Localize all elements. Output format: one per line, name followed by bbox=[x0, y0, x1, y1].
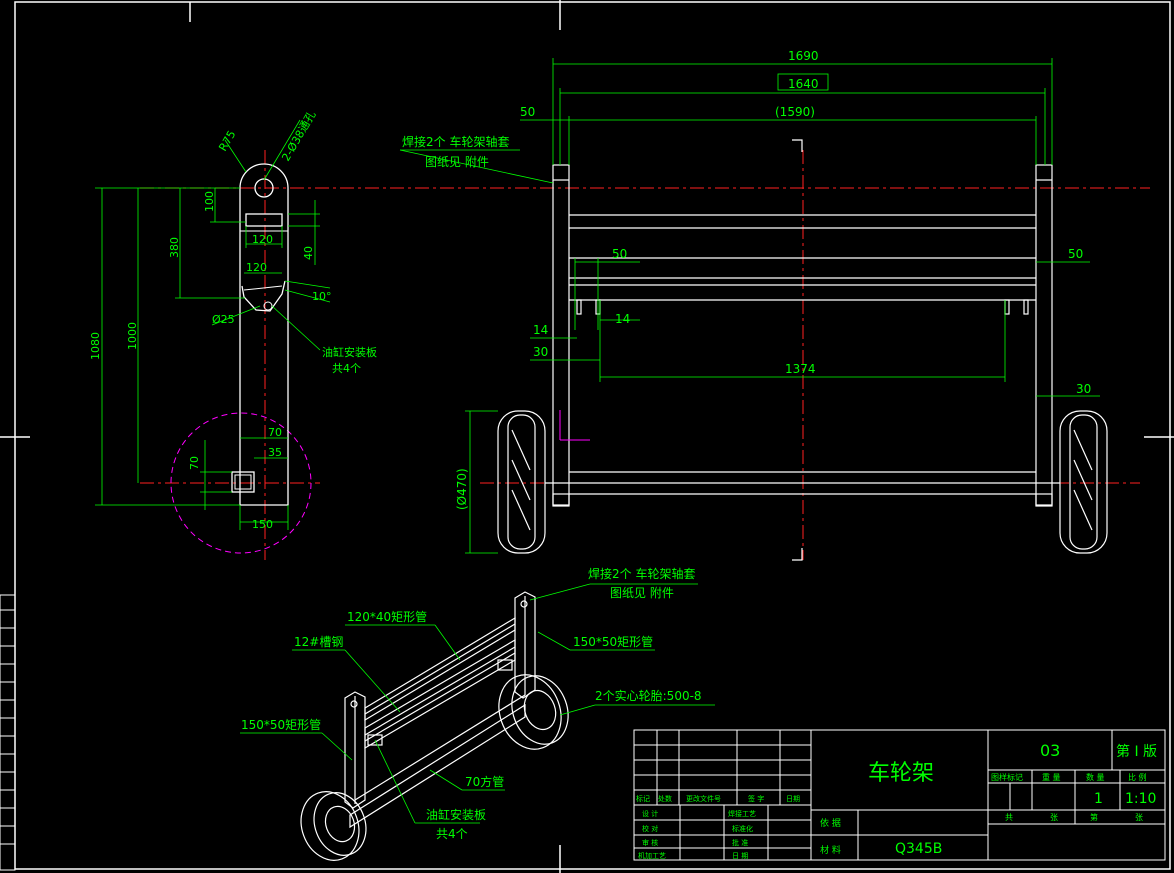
tb-head-weight: 重 量 bbox=[1042, 772, 1061, 782]
tb-row-design: 设 计 bbox=[642, 809, 658, 818]
dim-120-upper: 120 bbox=[252, 233, 273, 246]
tb-row-approve: 批 准 bbox=[732, 838, 748, 847]
tb-rev-date: 日期 bbox=[786, 795, 800, 803]
dim-10deg: 10° bbox=[312, 290, 332, 303]
tb-basis-label: 依 据 bbox=[820, 817, 841, 829]
tb-head-stage: 图样标记 bbox=[991, 772, 1023, 782]
tb-rev-mark: 标记 bbox=[636, 794, 650, 803]
iso-top-beam bbox=[364, 616, 516, 722]
dim-40: 40 bbox=[302, 246, 315, 260]
margin-table bbox=[0, 594, 16, 871]
dim-70-right: 70 bbox=[268, 426, 282, 439]
dim-1080: 1080 bbox=[89, 332, 102, 360]
note-oil-plate: 油缸安装板 bbox=[322, 345, 377, 359]
tb-sheet-label2: 张 bbox=[1135, 813, 1143, 822]
tb-row-review: 审 核 bbox=[642, 838, 658, 847]
dim-150: 150 bbox=[252, 518, 273, 531]
front-view: 1690 1640 (1590) 50 焊接2个 车轮架轴套 图纸见 附件 50… bbox=[399, 49, 1140, 561]
title-block: 车轮架 03 第 I 版 Q345B 材 料 依 据 图样标记 重 量 数 量 … bbox=[633, 729, 1166, 861]
rect-slot bbox=[245, 213, 283, 227]
left-post bbox=[552, 164, 570, 506]
iso-right-wheel bbox=[498, 674, 569, 750]
tb-material: Q345B bbox=[895, 841, 942, 857]
left-wheel bbox=[497, 410, 546, 554]
note-qty4: 共4个 bbox=[332, 362, 361, 375]
side-view: R75 2-Ø38通孔 100 380 1000 1080 120 40 120… bbox=[89, 109, 1150, 560]
dim-1590: (1590) bbox=[775, 105, 815, 119]
dim-30-left: 30 bbox=[533, 345, 548, 359]
dim-30-right: 30 bbox=[1076, 382, 1091, 396]
tb-head-scale: 比 例 bbox=[1128, 772, 1147, 782]
iso-label-rect-tube-150x50-right: 150*50矩形管 bbox=[573, 634, 653, 649]
tb-sheet-no: 第 bbox=[1090, 812, 1098, 822]
tb-head-qty: 数 量 bbox=[1086, 772, 1105, 782]
tb-drawing-no: 03 bbox=[1040, 741, 1060, 760]
dim-120-lower: 120 bbox=[246, 261, 267, 274]
dim-phi470: (Ø470) bbox=[455, 468, 469, 510]
dim-100: 100 bbox=[203, 191, 216, 212]
tb-scale: 1:10 bbox=[1125, 791, 1156, 807]
tb-version: 第 I 版 bbox=[1116, 743, 1157, 760]
iso-left-post bbox=[344, 691, 366, 809]
right-post bbox=[1035, 164, 1053, 506]
dim-1640: 1640 bbox=[788, 77, 819, 91]
iso-bottom-tube bbox=[349, 703, 526, 829]
tb-rev-count: 处数 bbox=[658, 794, 672, 803]
dim-1374: 1374 bbox=[785, 362, 816, 376]
iso-view: 焊接2个 车轮架轴套 图纸见 附件 120*40矩形管 12#槽钢 150*50… bbox=[240, 566, 715, 861]
tb-qty: 1 bbox=[1094, 791, 1103, 807]
iso-label-solid-tire: 2个实心轮胎:500-8 bbox=[595, 688, 702, 703]
dim-1000: 1000 bbox=[126, 322, 139, 350]
wheel-arm-outline bbox=[239, 163, 289, 506]
iso-right-post bbox=[514, 591, 536, 699]
iso-channel bbox=[364, 638, 516, 750]
iso-label-square-tube: 70方管 bbox=[465, 774, 504, 789]
tb-rev-sign: 签 字 bbox=[748, 794, 764, 803]
dim-14-left: 14 bbox=[533, 323, 548, 337]
dim-1690: 1690 bbox=[788, 49, 819, 63]
axle-hole bbox=[254, 178, 274, 198]
square-tube-section bbox=[231, 471, 255, 493]
tb-row-process: 机加工艺 bbox=[638, 851, 666, 860]
tb-sheet-label: 张 bbox=[1050, 813, 1058, 822]
iso-label-oil-plate: 油缸安装板 bbox=[426, 807, 486, 822]
tb-row-date: 日 期 bbox=[732, 852, 748, 860]
iso-note-weld-2: 图纸见 附件 bbox=[610, 586, 674, 600]
right-wheel bbox=[1059, 410, 1108, 554]
dim-50-right: 50 bbox=[1068, 247, 1083, 261]
dim-50-top: 50 bbox=[520, 105, 535, 119]
iso-note-weld-1: 焊接2个 车轮架轴套 bbox=[588, 566, 695, 581]
dim-14-right: 14 bbox=[615, 312, 630, 326]
tb-material-label: 材 料 bbox=[820, 844, 841, 856]
iso-label-rect-tube-120x40: 120*40矩形管 bbox=[347, 609, 427, 624]
iso-label-rect-tube-150x50-left: 150*50矩形管 bbox=[241, 717, 321, 732]
dim-50-mid: 50 bbox=[612, 247, 627, 261]
dim-380: 380 bbox=[168, 237, 181, 258]
dim-35: 35 bbox=[268, 446, 282, 459]
tb-row-check: 校 对 bbox=[642, 824, 658, 833]
note-weld-front-2: 图纸见 附件 bbox=[425, 155, 489, 169]
tb-part-name: 车轮架 bbox=[868, 761, 934, 786]
coordinate-marker bbox=[559, 410, 590, 441]
tb-sheet-total: 共 bbox=[1005, 813, 1013, 822]
dim-phi25: Ø25 bbox=[212, 313, 235, 326]
tb-row-std: 标准化 bbox=[732, 824, 753, 833]
note-weld-front-1: 焊接2个 车轮架轴套 bbox=[402, 134, 509, 149]
tb-row-weld: 焊接工艺 bbox=[728, 809, 756, 818]
iso-left-wheel bbox=[300, 791, 367, 861]
iso-label-channel: 12#槽钢 bbox=[294, 635, 343, 649]
wheel-phantom-circle bbox=[170, 412, 312, 554]
oil-cylinder-plate bbox=[241, 280, 286, 312]
iso-label-qty4: 共4个 bbox=[436, 827, 468, 841]
dim-70-left: 70 bbox=[188, 456, 201, 470]
tb-rev-doc: 更改文件号 bbox=[686, 794, 721, 803]
